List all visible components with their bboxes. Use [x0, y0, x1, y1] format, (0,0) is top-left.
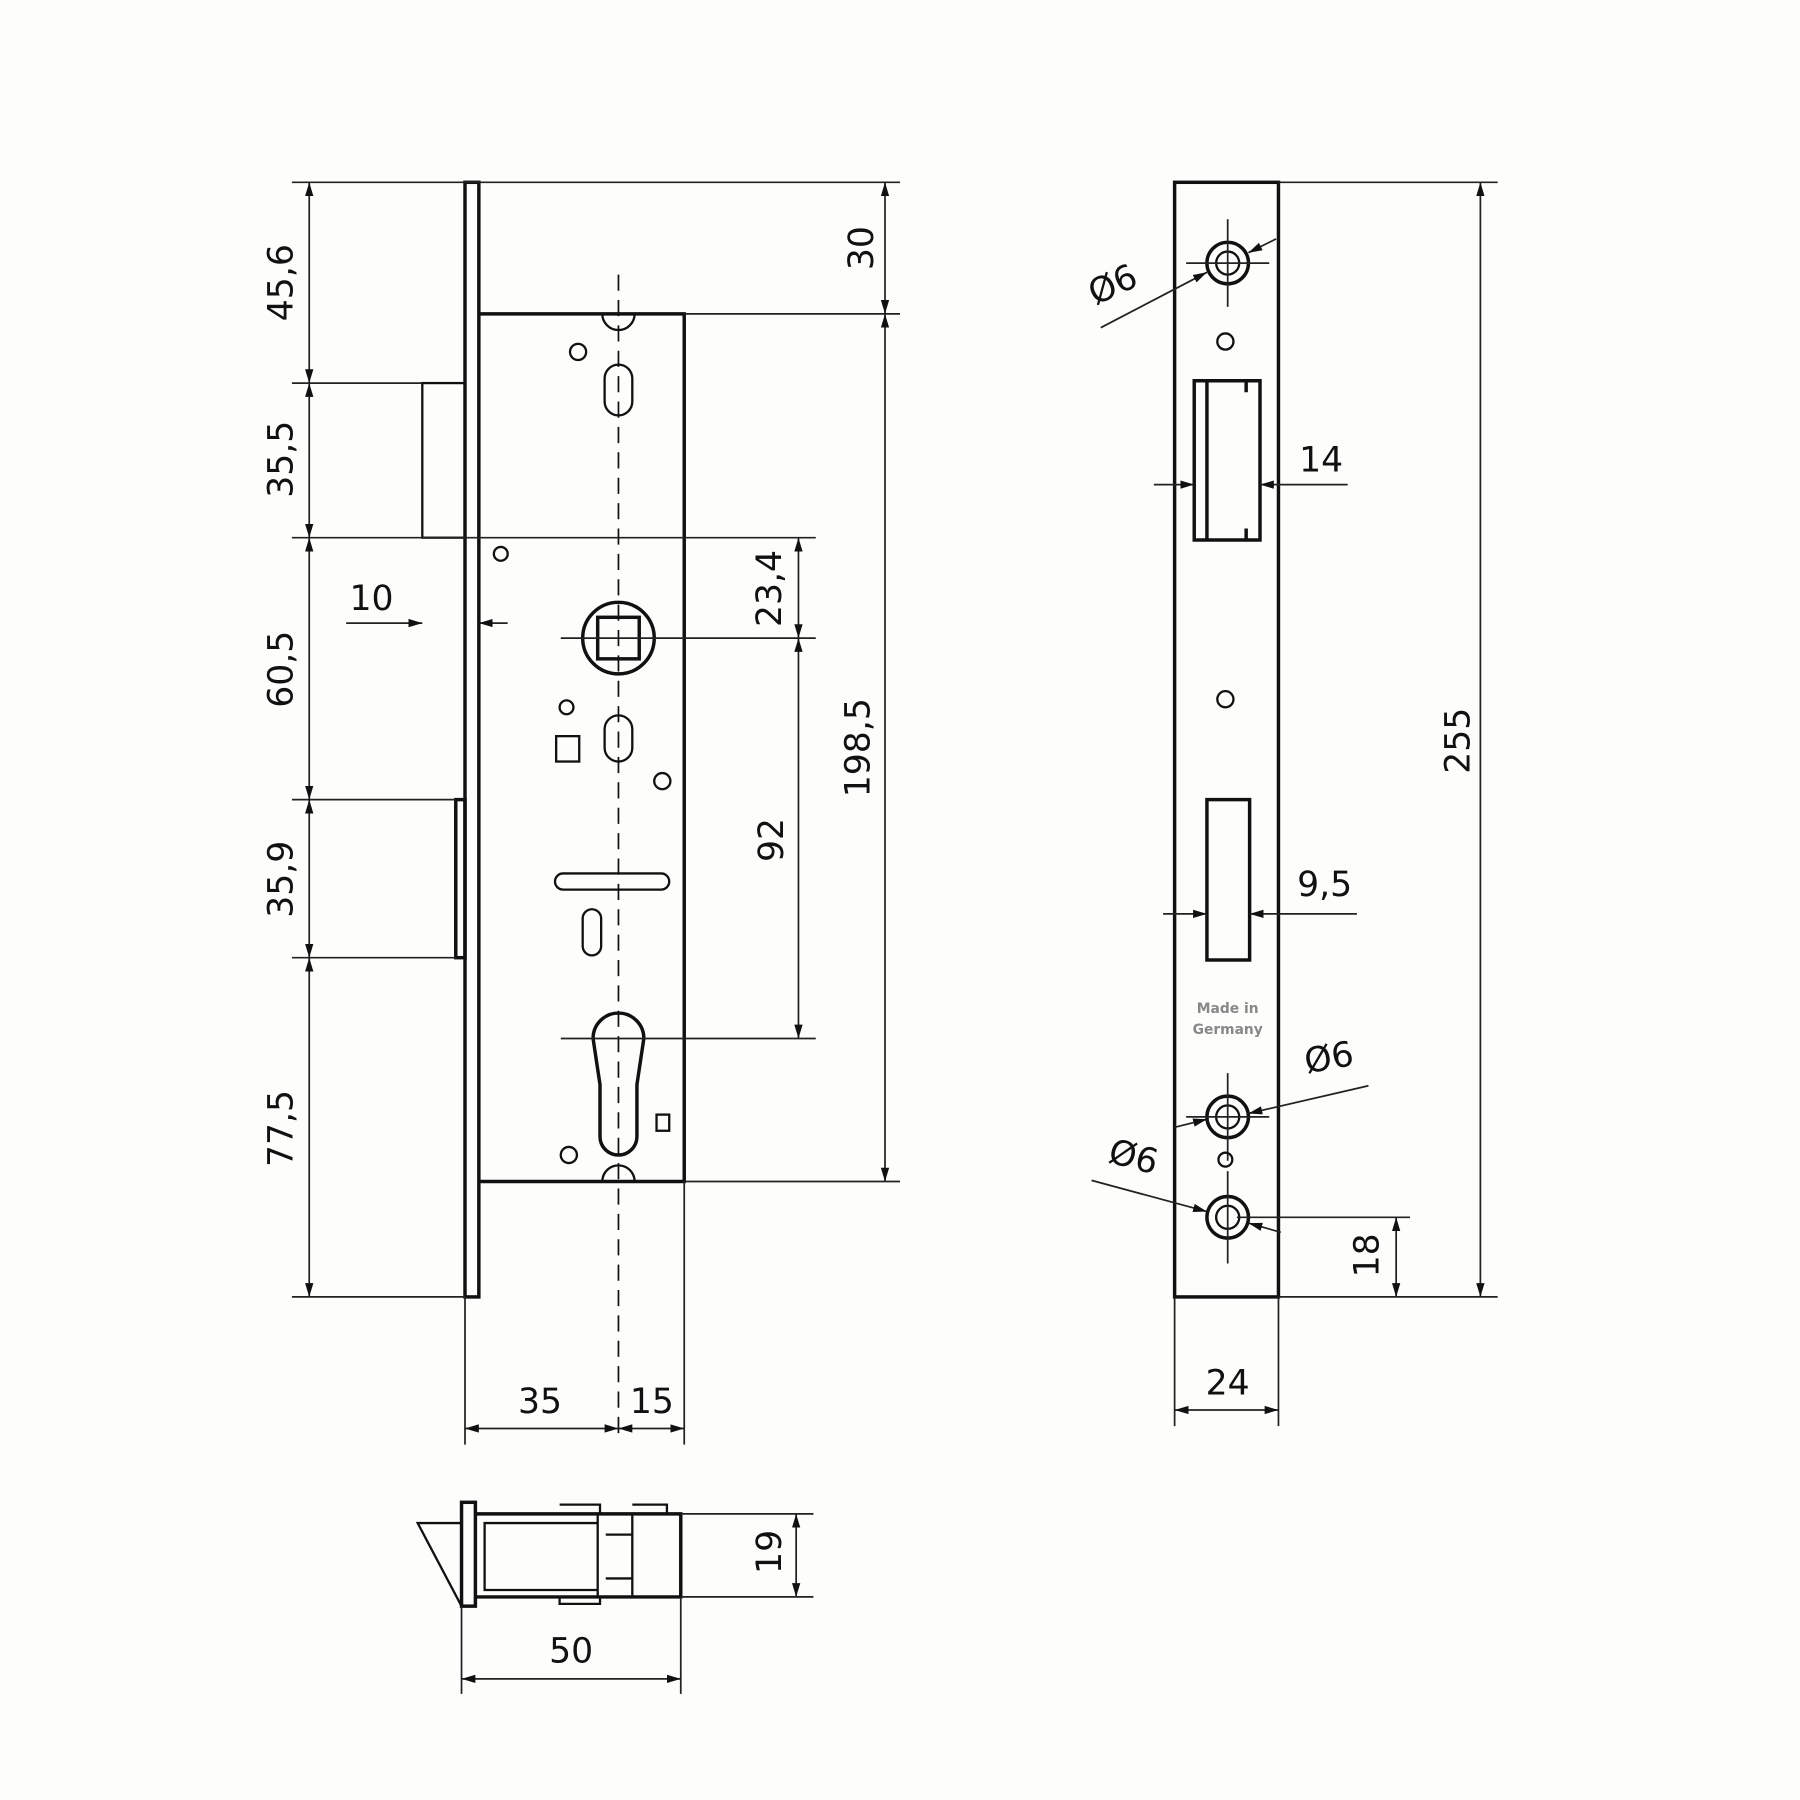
faceplate-section: [459, 1500, 478, 1608]
dim-198-5: 198,5: [839, 698, 879, 797]
faceplate: [463, 180, 481, 1299]
cylinder-cutout: [591, 1011, 646, 1157]
stamp-text: Made in: [1197, 1001, 1259, 1017]
dim-255: 255: [1439, 708, 1479, 774]
side-view: Made in Germany 255 14 9,5 24 18 Ø6 Ø6 Ø…: [1082, 180, 1498, 1427]
case-section: [475, 1512, 683, 1599]
pin: [492, 545, 509, 562]
latch-wedge: [415, 1521, 463, 1607]
dim-24: 24: [1206, 1364, 1250, 1404]
lock-case: [478, 312, 686, 1184]
dim-45-6: 45,6: [262, 244, 302, 321]
bolt-opening: [1205, 797, 1252, 962]
dim-50: 50: [549, 1631, 593, 1671]
screw: [568, 342, 588, 362]
front-view: 45,6 35,5 60,5 35,9 77,5 30 198,5 23,4 9…: [262, 180, 900, 1445]
dim-18: 18: [1347, 1233, 1387, 1277]
dim-35: 35: [518, 1382, 562, 1422]
diameter-label: Ø6: [1082, 257, 1144, 314]
diameter-label: Ø6: [1301, 1034, 1356, 1082]
dim-77-5: 77,5: [262, 1090, 302, 1167]
slot: [603, 363, 634, 417]
dim-9-5: 9,5: [1297, 865, 1352, 905]
dim-60-5: 60,5: [262, 631, 302, 708]
dim-30: 30: [842, 226, 882, 270]
diameter-label: Ø6: [1104, 1132, 1162, 1183]
dim-15: 15: [630, 1382, 674, 1422]
dim-14: 14: [1299, 441, 1343, 481]
bottom-view: 19 50: [415, 1500, 814, 1694]
latch-opening: [1192, 379, 1262, 542]
dim-35-5: 35,5: [262, 421, 302, 498]
screw-hole: [1186, 1073, 1270, 1161]
stamp-text: Germany: [1193, 1022, 1263, 1038]
latch-bolt: [421, 381, 467, 539]
lever: [553, 872, 671, 891]
forend-plate: [1172, 180, 1281, 1299]
dim-92: 92: [752, 818, 792, 862]
dim-35-9: 35,9: [262, 841, 302, 918]
dim-23-4: 23,4: [750, 550, 790, 627]
screw-hole: [1186, 219, 1270, 307]
dim-19: 19: [750, 1530, 790, 1574]
dim-10: 10: [350, 579, 394, 619]
dead-bolt: [454, 797, 467, 960]
